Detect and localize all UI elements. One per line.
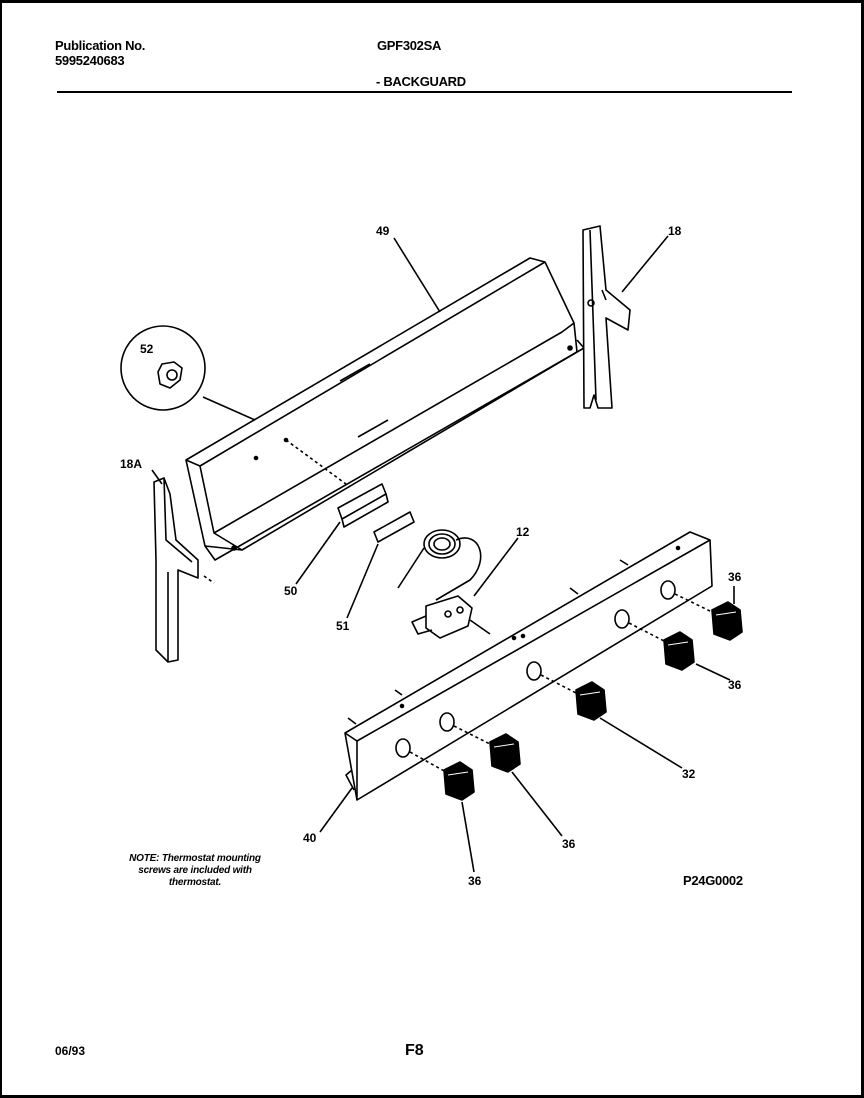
callout-40: 40 bbox=[303, 831, 317, 845]
knob-36-second bbox=[489, 733, 521, 773]
insulator-51 bbox=[373, 511, 415, 543]
callout-50: 50 bbox=[284, 584, 298, 598]
callout-52: 52 bbox=[140, 342, 154, 356]
header-rule bbox=[57, 91, 792, 93]
note-line-1: NOTE: Thermostat mounting bbox=[129, 853, 261, 864]
callout-18: 18 bbox=[668, 224, 682, 238]
publication-number: 5995240683 bbox=[55, 53, 125, 68]
footer-date: 06/93 bbox=[55, 1044, 86, 1058]
callout-49: 49 bbox=[376, 224, 390, 238]
callout-36-fourth: 36 bbox=[728, 678, 742, 692]
thermostat-12 bbox=[397, 529, 491, 639]
thermostat-note: NOTE: Thermostat mounting screws are inc… bbox=[120, 853, 270, 889]
callout-12: 12 bbox=[516, 525, 530, 539]
control-panel-40 bbox=[344, 531, 713, 801]
knob-32 bbox=[575, 681, 607, 721]
knob-36-front bbox=[443, 761, 475, 801]
callout-32: 32 bbox=[682, 767, 696, 781]
drawing-code: P24G0002 bbox=[683, 873, 743, 888]
publication-label: Publication No. bbox=[55, 38, 146, 53]
note-line-3: thermostat. bbox=[168, 877, 222, 888]
callout-36-second: 36 bbox=[562, 837, 576, 851]
clip-50 bbox=[337, 483, 389, 528]
end-bracket-18a bbox=[153, 477, 215, 663]
callout-18a: 18A bbox=[120, 457, 142, 471]
end-bracket-18 bbox=[582, 225, 631, 409]
knob-36-fourth bbox=[663, 631, 695, 671]
callout-36-back: 36 bbox=[728, 570, 742, 584]
callout-36-front: 36 bbox=[468, 874, 482, 888]
section-title: - BACKGUARD bbox=[376, 74, 466, 89]
knob-36-back bbox=[711, 601, 743, 641]
lock-nut-52-detail bbox=[120, 325, 256, 421]
backguard-panel-49 bbox=[185, 257, 585, 561]
note-line-2: screws are included with bbox=[138, 865, 252, 876]
callout-51: 51 bbox=[336, 619, 350, 633]
model-number: GPF302SA bbox=[377, 38, 442, 53]
page-number: F8 bbox=[405, 1042, 424, 1059]
